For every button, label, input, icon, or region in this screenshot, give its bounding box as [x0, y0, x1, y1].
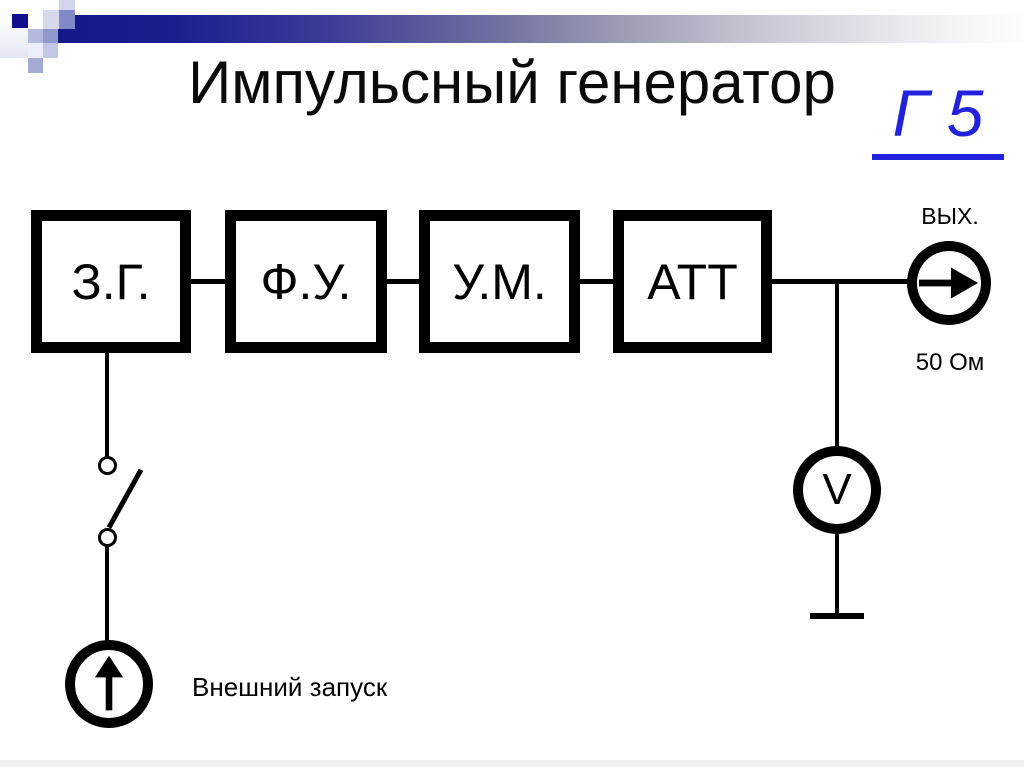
output-terminal-icon: [907, 241, 991, 325]
deco-square: [43, 43, 58, 58]
block-um: У.М.: [419, 210, 580, 353]
block-att: АТТ: [613, 210, 772, 353]
switch-blade-icon: [106, 468, 144, 529]
deco-square: [43, 10, 59, 29]
output-label: ВЫХ.: [921, 203, 979, 229]
deco-strip: [0, 0, 28, 58]
page-title: Импульсный генератор: [188, 49, 836, 116]
ground-icon: [810, 613, 864, 619]
header-gradient-bar: [58, 15, 1024, 43]
g5-link[interactable]: Г 5: [872, 80, 1004, 160]
switch-line-upper: [105, 351, 109, 457]
junction-line: [835, 281, 839, 447]
deco-square: [28, 29, 43, 43]
deco-square: [43, 29, 58, 43]
connector-line: [772, 279, 908, 284]
deco-square: [59, 10, 75, 29]
switch-line-lower: [105, 546, 109, 643]
voltmeter-label: V: [822, 465, 852, 514]
trigger-terminal-icon: [65, 640, 153, 728]
deco-square: [12, 14, 28, 28]
switch-contact-icon: [98, 528, 117, 547]
block-zg: З.Г.: [31, 210, 191, 353]
right-arrow-icon: [918, 267, 979, 299]
connector-line: [387, 279, 419, 284]
block-fu-label: Ф.У.: [260, 253, 352, 310]
deco-square: [28, 43, 43, 58]
voltmeter-icon: V: [793, 446, 881, 534]
connector-line: [191, 279, 225, 284]
deco-square: [28, 58, 43, 73]
impedance-label: 50 Ом: [915, 349, 985, 376]
connector-line: [580, 279, 613, 284]
trigger-label: Внешний запуск: [192, 672, 388, 702]
ground-line: [835, 532, 839, 616]
bottom-strip: [0, 760, 1024, 767]
up-arrow-icon: [94, 655, 124, 711]
block-att-label: АТТ: [647, 253, 738, 310]
block-um-label: У.М.: [452, 253, 547, 310]
switch-contact-icon: [98, 456, 117, 475]
deco-square: [59, 0, 75, 10]
block-fu: Ф.У.: [225, 210, 387, 353]
block-zg-label: З.Г.: [71, 253, 151, 310]
